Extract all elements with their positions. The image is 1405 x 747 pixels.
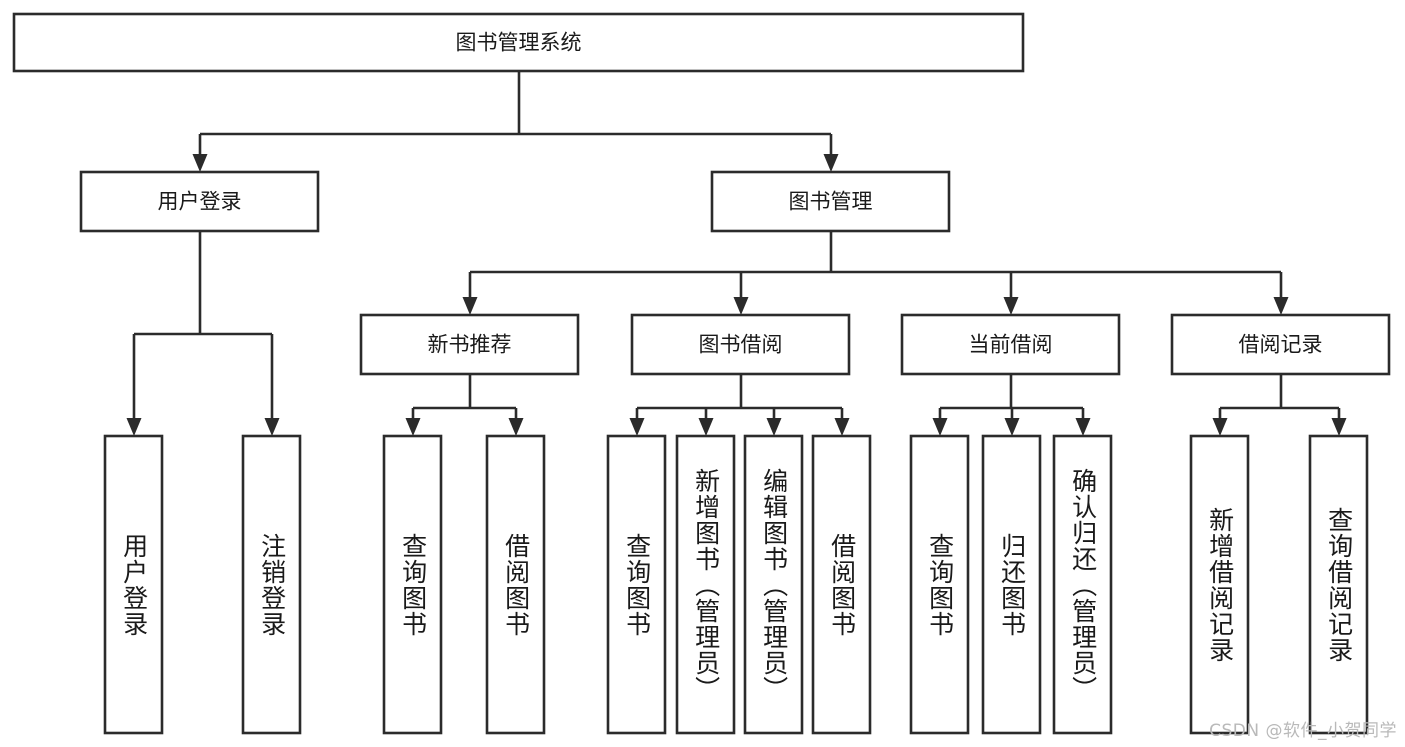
- node-label-root: 图书管理系统: [456, 31, 582, 55]
- node-box-leaf-query-record[interactable]: [1308, 434, 1369, 735]
- node-box-leaf-add-book[interactable]: [675, 434, 736, 735]
- node-box-leaf-query-book-1[interactable]: [382, 434, 443, 735]
- node-label-book-borrow: 图书借阅: [699, 333, 783, 357]
- arrow-head-icon: [192, 154, 208, 172]
- arrow-head-icon: [1075, 418, 1091, 436]
- arrow-head-icon: [462, 297, 478, 315]
- node-label-book-manage: 图书管理: [789, 190, 873, 214]
- node-box-leaf-borrow-book-1[interactable]: [485, 434, 546, 735]
- node-label-current-borrow: 当前借阅: [969, 333, 1053, 357]
- node-box-book-borrow[interactable]: [630, 313, 851, 376]
- node-box-leaf-logout[interactable]: [241, 434, 302, 735]
- arrow-head-icon: [1331, 418, 1347, 436]
- watermark-text: CSDN @软件_小贺同学: [1209, 721, 1397, 741]
- node-box-leaf-query-book-2[interactable]: [606, 434, 667, 735]
- node-box-leaf-confirm-return[interactable]: [1052, 434, 1113, 735]
- node-box-new-book-rec[interactable]: [359, 313, 580, 376]
- node-box-leaf-add-record[interactable]: [1189, 434, 1250, 735]
- node-box-user-login[interactable]: [79, 170, 320, 233]
- node-box-leaf-return-book[interactable]: [981, 434, 1042, 735]
- arrow-head-icon: [1212, 418, 1228, 436]
- arrow-head-icon: [405, 418, 421, 436]
- arrow-head-icon: [733, 297, 749, 315]
- arrow-head-icon: [698, 418, 714, 436]
- arrow-head-icon: [766, 418, 782, 436]
- node-box-leaf-edit-book[interactable]: [743, 434, 804, 735]
- arrow-head-icon: [629, 418, 645, 436]
- arrow-head-icon: [1273, 297, 1289, 315]
- node-label-new-book-rec: 新书推荐: [428, 333, 512, 357]
- arrow-head-icon: [508, 418, 524, 436]
- node-box-borrow-record[interactable]: [1170, 313, 1391, 376]
- node-box-current-borrow[interactable]: [900, 313, 1121, 376]
- arrow-head-icon: [932, 418, 948, 436]
- node-label-user-login: 用户登录: [158, 190, 242, 214]
- arrow-head-icon: [834, 418, 850, 436]
- arrow-head-icon: [264, 418, 280, 436]
- node-box-leaf-user-login[interactable]: [103, 434, 164, 735]
- arrow-head-icon: [1004, 418, 1020, 436]
- node-box-book-manage[interactable]: [710, 170, 951, 233]
- arrow-head-icon: [1003, 297, 1019, 315]
- node-box-leaf-query-book-3[interactable]: [909, 434, 970, 735]
- node-label-borrow-record: 借阅记录: [1239, 333, 1323, 357]
- node-box-root[interactable]: [12, 12, 1025, 73]
- arrow-head-icon: [823, 154, 839, 172]
- arrow-head-icon: [126, 418, 142, 436]
- node-box-leaf-borrow-book-2[interactable]: [811, 434, 872, 735]
